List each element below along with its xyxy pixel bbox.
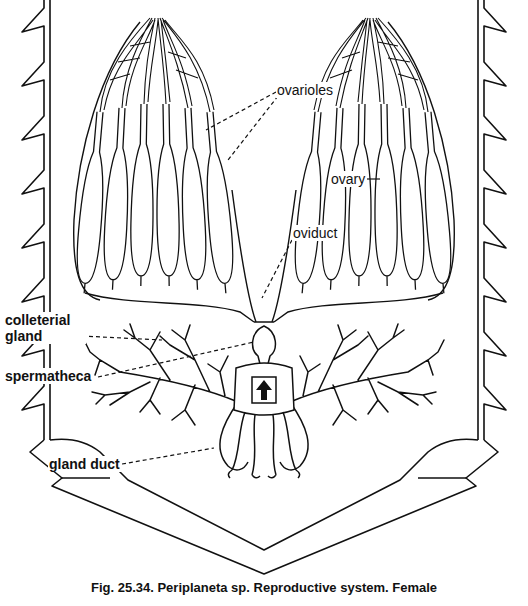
leader-line: [367, 178, 380, 179]
sternite-line: [62, 477, 466, 479]
part-label: spermatheca: [4, 368, 92, 384]
part-label: ovary: [330, 171, 366, 187]
ovarioles: [73, 104, 237, 294]
ovariole: [101, 107, 132, 290]
ovariole: [155, 104, 180, 286]
common-oviduct: [254, 321, 274, 323]
figure-caption: Fig. 25.34. Periplaneta sp. Reproductive…: [0, 580, 528, 595]
ovariole-threads: [100, 18, 214, 112]
body-wall: [484, 0, 506, 440]
ovary-wall: [74, 22, 256, 322]
part-label: ovarioles: [276, 82, 334, 98]
ovariole: [130, 104, 155, 286]
half-system: [73, 18, 256, 470]
gonapophyses: [228, 412, 299, 478]
part-label: oviduct: [292, 225, 338, 241]
genital-mark: [256, 380, 272, 400]
part-label: gland duct: [48, 456, 121, 472]
genital-opening: [252, 377, 276, 403]
leader-line: [122, 448, 214, 464]
ovariole: [199, 111, 237, 294]
part-label: colleterial gland: [4, 312, 86, 344]
leader-line: [206, 92, 278, 160]
ovariole: [177, 107, 208, 290]
leader-line: [262, 240, 292, 298]
lateral-oviduct: [85, 293, 254, 322]
genital-chamber: [234, 363, 294, 415]
leader-line: [98, 342, 254, 377]
leader-line: [82, 336, 162, 340]
abdomen-tip: [30, 440, 498, 574]
spermatheca: [253, 326, 276, 368]
half-system: [272, 18, 455, 470]
